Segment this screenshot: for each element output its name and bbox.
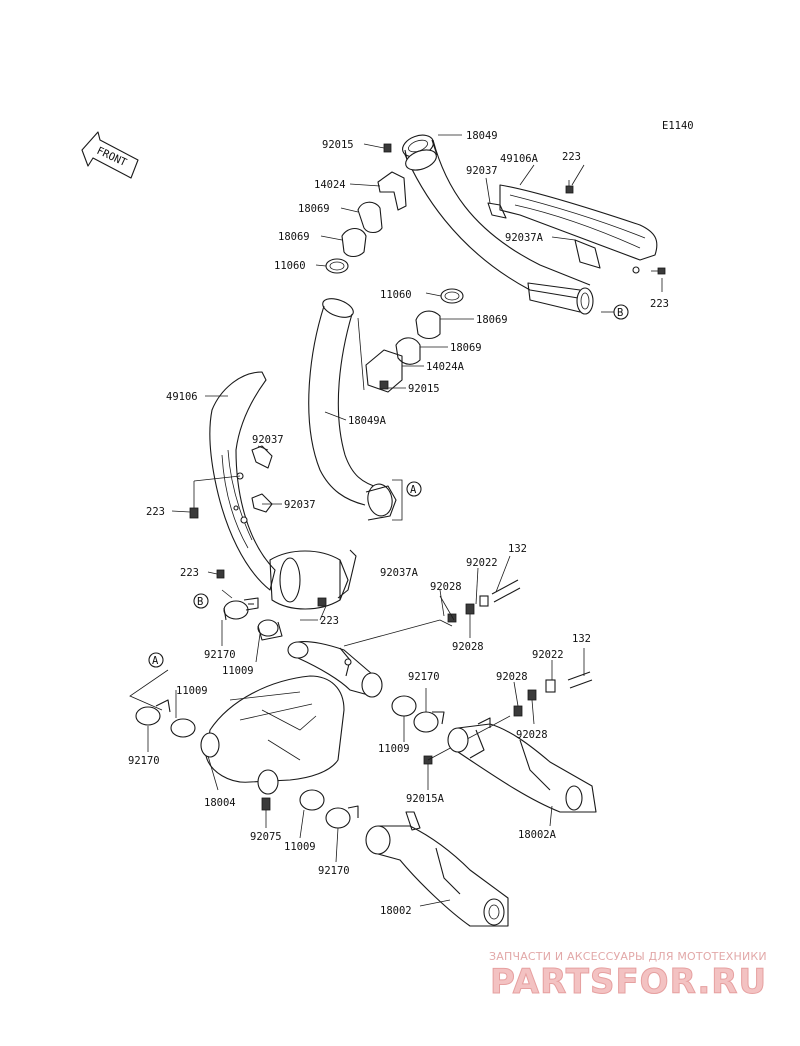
label-11009-c: 11009 xyxy=(378,743,410,755)
label-18002: 18002 xyxy=(380,905,412,917)
label-18069-c: 18069 xyxy=(476,314,508,326)
label-92037-left-a: 92037 xyxy=(252,434,284,446)
left-shield-hardware xyxy=(189,445,273,579)
silencer-18002 xyxy=(365,811,509,927)
label-18049: 18049 xyxy=(466,130,498,142)
svg-text:B: B xyxy=(617,307,623,319)
leader-lines xyxy=(147,134,663,907)
diagram-code: E1140 xyxy=(662,120,694,132)
label-92028-d: 92028 xyxy=(516,729,548,741)
label-18069-d: 18069 xyxy=(450,342,482,354)
label-18069-a: 18069 xyxy=(298,203,330,215)
label-92015-mid: 92015 xyxy=(408,383,440,395)
label-92075: 92075 xyxy=(250,831,282,843)
clamp-group-right xyxy=(299,695,445,829)
heat-shield-49106 xyxy=(209,371,276,591)
label-223-left-b: 223 xyxy=(180,567,199,579)
label-11009-b: 11009 xyxy=(176,685,208,697)
exhaust-pipe-18049 xyxy=(402,134,594,315)
label-92028-a: 92028 xyxy=(430,581,462,593)
svg-text:A: A xyxy=(410,484,417,496)
label-223-mid: 223 xyxy=(320,615,339,627)
label-92015-top: 92015 xyxy=(322,139,354,151)
label-223-top: 223 xyxy=(562,151,581,163)
bolt-223-top xyxy=(565,180,574,194)
svg-text:A: A xyxy=(152,655,159,667)
label-92170-a: 92170 xyxy=(204,649,236,661)
heat-shield-49106A xyxy=(487,184,658,274)
label-132-b: 132 xyxy=(572,633,591,645)
label-49106A: 49106A xyxy=(500,153,539,165)
label-92022-a: 92022 xyxy=(466,557,498,569)
center-joint-pipe xyxy=(287,641,383,698)
watermark-tagline: ЗАПЧАСТИ И АКСЕССУАРЫ ДЛЯ МОТОТЕХНИКИ xyxy=(489,950,767,963)
label-14024: 14024 xyxy=(314,179,346,191)
callout-a-mid: A xyxy=(406,481,422,497)
label-18002A: 18002A xyxy=(518,829,557,841)
callout-b-left: B xyxy=(193,593,209,609)
label-11009-d: 11009 xyxy=(284,841,316,853)
upper-flange-hardware xyxy=(325,143,464,393)
label-92170-c: 92170 xyxy=(128,755,160,767)
label-11060-b: 11060 xyxy=(380,289,412,301)
label-223-right: 223 xyxy=(650,298,669,310)
clamp-group-a xyxy=(129,669,196,738)
label-92170-b: 92170 xyxy=(408,671,440,683)
label-18004: 18004 xyxy=(204,797,236,809)
label-92037-top: 92037 xyxy=(466,165,498,177)
label-11009-a: 11009 xyxy=(222,665,254,677)
catalyst-body xyxy=(269,549,357,610)
label-92028-c: 92028 xyxy=(496,671,528,683)
bolt-223-right xyxy=(651,267,666,275)
callout-a-left: A xyxy=(148,652,164,668)
label-92037A-mid: 92037A xyxy=(380,567,419,579)
label-18069-b: 18069 xyxy=(278,231,310,243)
callout-b-right: B xyxy=(613,304,629,320)
label-14024A: 14024A xyxy=(426,361,465,373)
front-arrow-icon: FRONT xyxy=(81,131,139,179)
label-223-left-a: 223 xyxy=(146,506,165,518)
label-92022-b: 92022 xyxy=(532,649,564,661)
front-label: FRONT xyxy=(95,145,129,170)
label-92028-b: 92028 xyxy=(452,641,484,653)
watermark-logo: PARTSFOR.RU xyxy=(489,962,768,1003)
pre-muffler-18004 xyxy=(200,675,345,811)
silencer-18002A xyxy=(447,717,597,813)
label-92015A: 92015A xyxy=(406,793,445,805)
label-92037A-top: 92037A xyxy=(505,232,544,244)
label-92037-left-b: 92037 xyxy=(284,499,316,511)
clamp-group-b xyxy=(223,597,283,641)
label-49106: 49106 xyxy=(166,391,198,403)
label-92170-d: 92170 xyxy=(318,865,350,877)
label-11060-a: 11060 xyxy=(274,260,306,272)
label-18049A: 18049A xyxy=(348,415,387,427)
label-132-a: 132 xyxy=(508,543,527,555)
exhaust-pipe-18049A xyxy=(308,298,403,521)
svg-text:B: B xyxy=(197,596,203,608)
